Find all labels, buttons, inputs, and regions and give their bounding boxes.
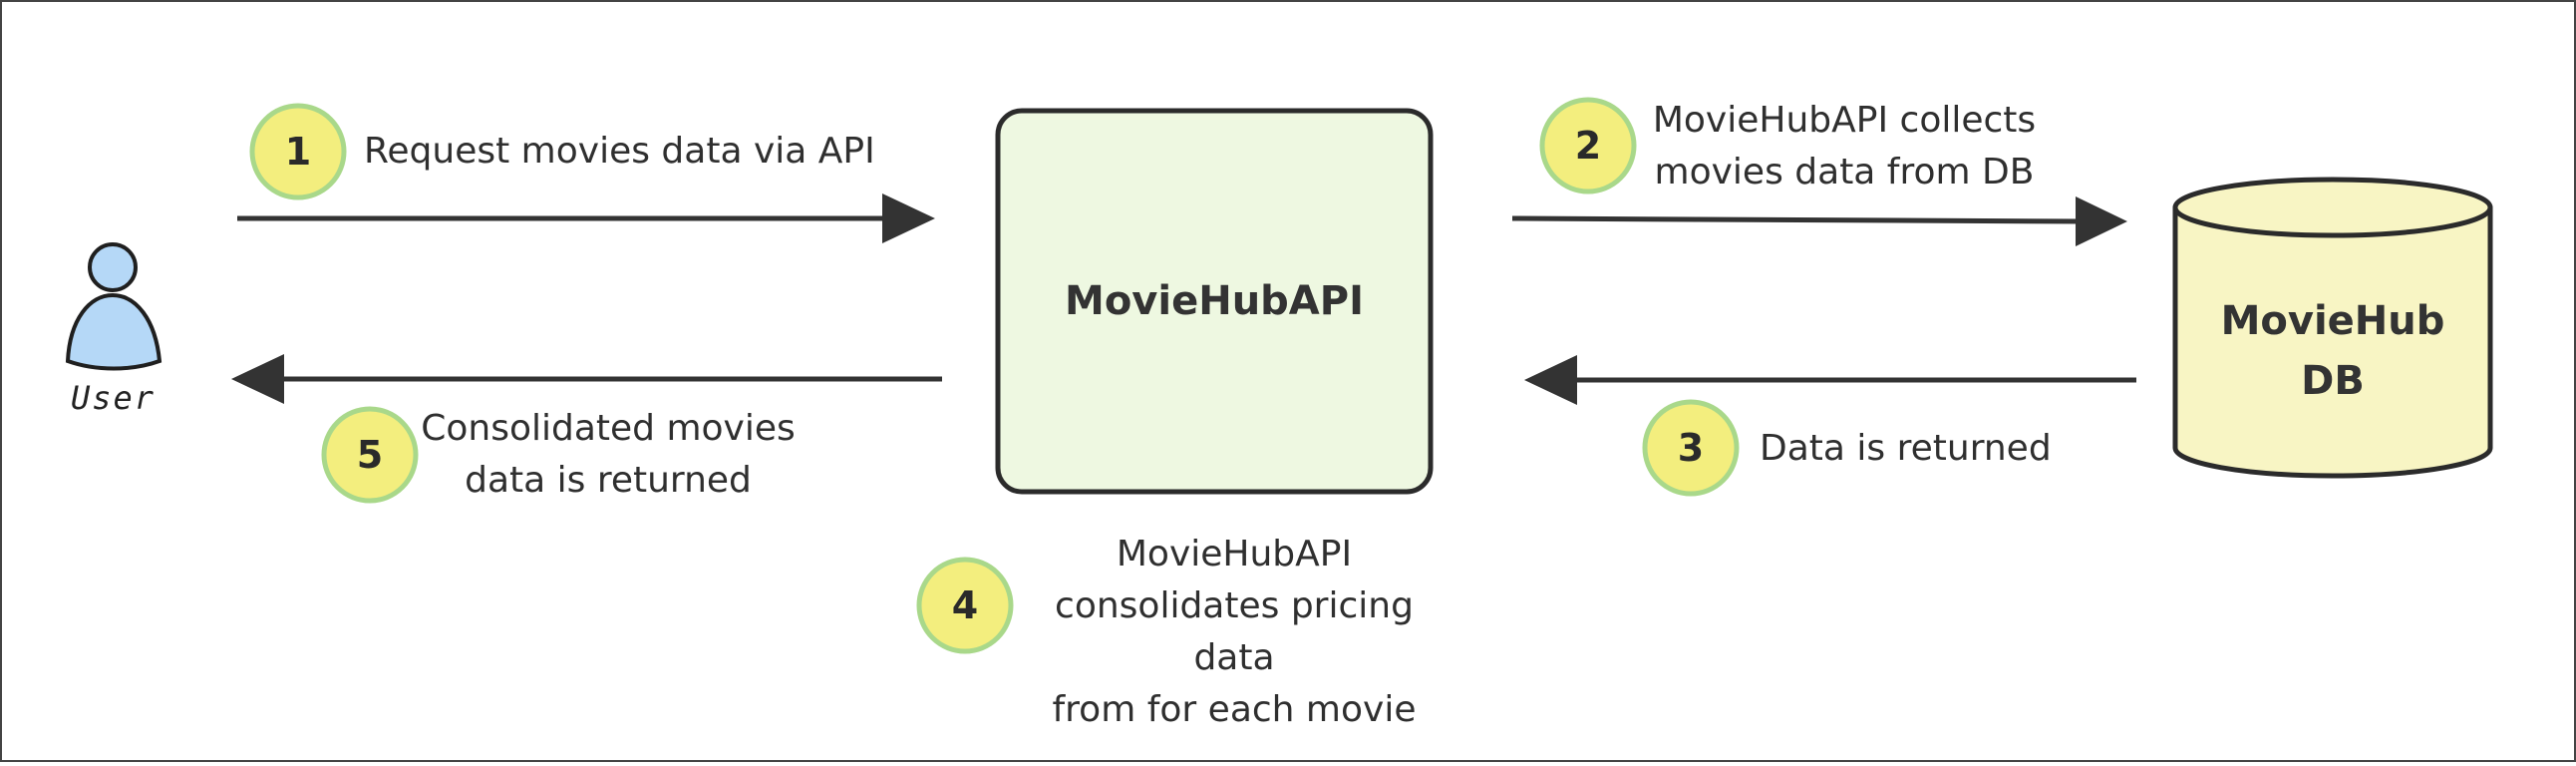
arrow-return-user — [231, 354, 942, 404]
step-number-3: 3 — [1677, 426, 1705, 470]
arrow-collect — [1511, 196, 2127, 246]
step-label-1: Request movies data via API — [364, 131, 875, 172]
step-badge-2 — [1539, 97, 1637, 194]
step-label-5: Consolidated movies data is returned — [421, 408, 796, 501]
step-label-3: Data is returned — [1760, 428, 2052, 469]
api-node — [995, 108, 1434, 495]
arrow-request — [237, 193, 935, 243]
api-node-label: MovieHubAPI — [1065, 278, 1364, 324]
arrow-data-returned — [1524, 355, 2136, 405]
step-number-5: 5 — [356, 433, 384, 477]
step-label-4: MovieHubAPI consolidates pricing data fr… — [1052, 534, 1417, 730]
step-number-2: 2 — [1574, 124, 1602, 168]
db-node — [2172, 177, 2493, 479]
step-number-1: 1 — [284, 130, 312, 174]
user-icon — [65, 242, 162, 371]
step-badge-4 — [916, 557, 1014, 654]
user-label: User — [71, 379, 157, 417]
step-badge-1 — [249, 103, 347, 200]
step-badge-5 — [321, 406, 419, 504]
step-label-2: MovieHubAPI collects movies data from DB — [1652, 100, 2037, 192]
db-node-label: MovieHub DB — [2220, 298, 2445, 404]
step-badge-3 — [1642, 399, 1740, 497]
step-number-4: 4 — [951, 583, 979, 627]
